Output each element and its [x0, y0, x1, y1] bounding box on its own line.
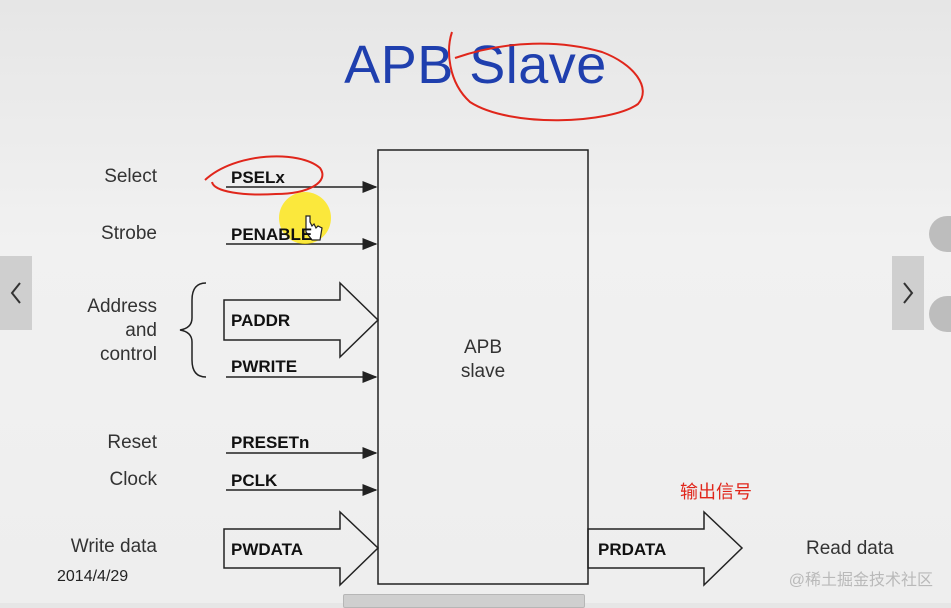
slide-date: 2014/4/29	[57, 568, 129, 585]
prdata-bus-arrow	[587, 510, 744, 587]
block-label: APB slave	[378, 336, 588, 384]
signal-pwrite: PWRITE	[231, 357, 298, 376]
label-write-data: Write data	[70, 536, 157, 557]
label-select: Select	[104, 166, 157, 187]
output-signal-annotation: 输出信号	[680, 482, 752, 502]
watermark: @稀土掘金技术社区	[788, 572, 933, 589]
chevron-left-icon	[10, 282, 21, 304]
signal-penable: PENABLE	[231, 225, 313, 244]
brace-icon	[179, 282, 207, 378]
label-clock: Clock	[109, 469, 157, 490]
signal-prdata: PRDATA	[598, 540, 667, 559]
paddr-bus-arrow	[223, 281, 380, 359]
signal-preset: PRESETn	[231, 433, 310, 452]
psel-circle-annotation	[204, 155, 324, 196]
chevron-right-icon	[903, 282, 914, 304]
slide-toolbar[interactable]	[343, 594, 585, 608]
signal-pclk: PCLK	[231, 471, 278, 490]
label-strobe: Strobe	[101, 223, 157, 244]
signal-pwdata: PWDATA	[231, 540, 304, 559]
title-circle-annotation	[448, 31, 644, 122]
signal-paddr: PADDR	[231, 311, 291, 330]
pwdata-bus-arrow	[223, 510, 380, 587]
block-label-line1: APB	[463, 337, 503, 358]
side-handle-top[interactable]	[929, 216, 951, 252]
next-slide-button[interactable]	[892, 256, 924, 330]
label-address: Address	[87, 296, 157, 317]
block-label-line2: slave	[460, 361, 506, 382]
apb-slave-block	[377, 149, 589, 585]
signal-psel: PSELx	[231, 168, 285, 187]
previous-slide-button[interactable]	[0, 256, 32, 330]
hand-cursor-icon	[305, 215, 323, 241]
label-read-data: Read data	[806, 538, 894, 559]
label-and: and	[125, 320, 157, 341]
label-reset: Reset	[107, 432, 157, 453]
label-control: control	[99, 344, 157, 365]
side-handle-bottom[interactable]	[929, 296, 951, 332]
